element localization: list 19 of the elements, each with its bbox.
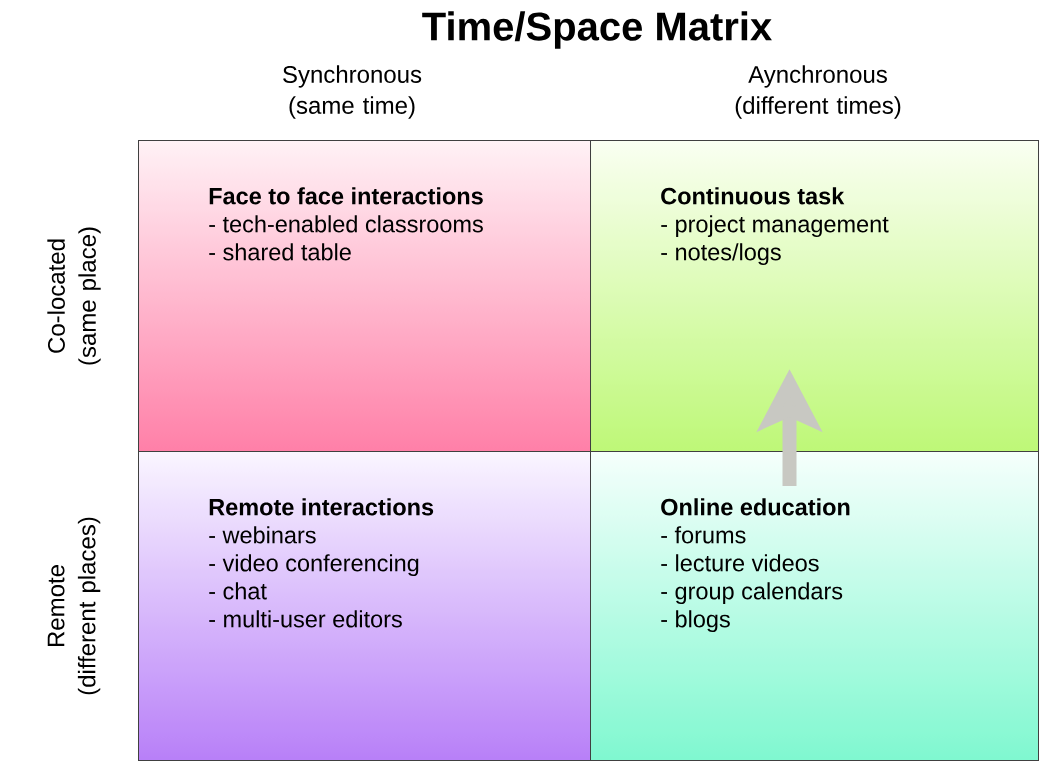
box-heading: Online education	[661, 498, 850, 516]
row-header: Co-located (same place)	[47, 227, 101, 365]
list-item: - group calendars	[661, 582, 843, 605]
box-heading: Continuous task	[661, 187, 845, 205]
list-item: - video conferencing	[209, 554, 419, 577]
box-heading: Face to face interactions	[209, 187, 483, 205]
title: Time/Space Matrix	[422, 11, 772, 49]
list-item: - shared table	[209, 243, 351, 261]
list-item: - multi-user editors	[209, 610, 402, 628]
list-item: - tech-enabled classrooms	[209, 215, 483, 233]
list-item: - blogs	[661, 610, 730, 633]
box-heading: Remote interactions	[209, 498, 434, 516]
row-header: Remote (different places)	[47, 517, 101, 695]
list-item: - notes/logs	[661, 243, 781, 266]
list-item: - chat	[209, 582, 267, 600]
list-item: - forums	[661, 526, 746, 544]
list-item: - project management	[661, 215, 889, 238]
list-item: - webinars	[209, 526, 316, 544]
list-item: - lecture videos	[661, 554, 819, 572]
